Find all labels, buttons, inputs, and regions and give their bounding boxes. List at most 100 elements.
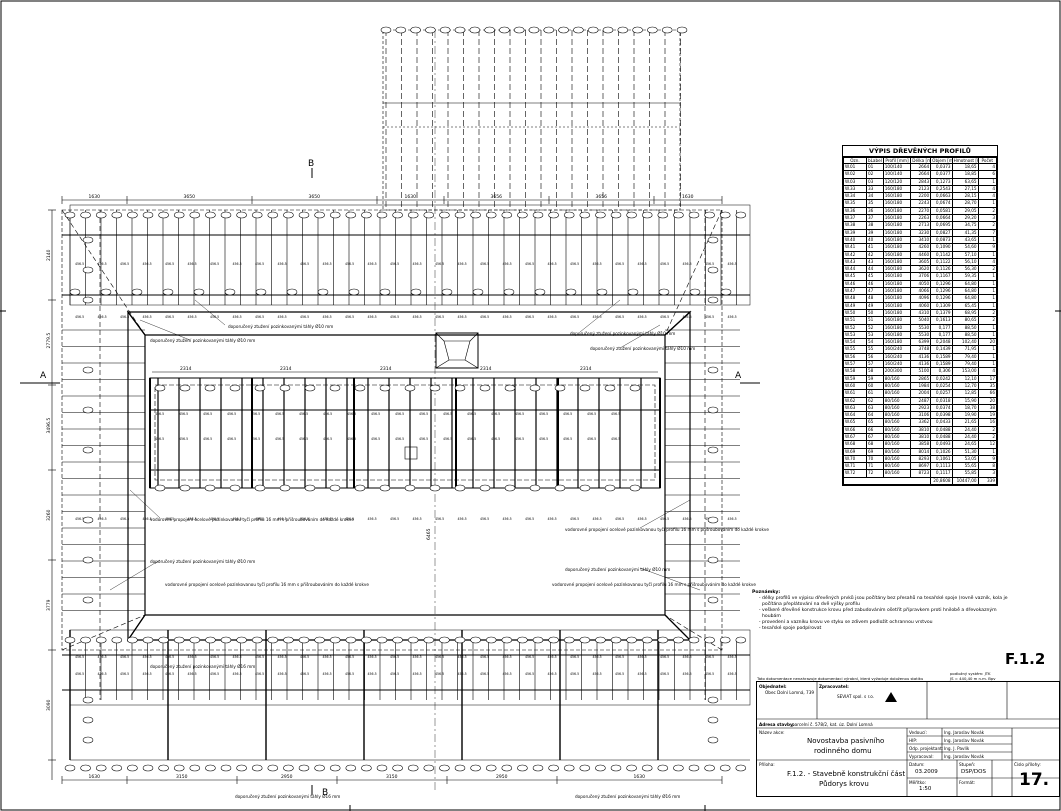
element-marker (283, 764, 294, 772)
table-cell: 3706 (910, 272, 932, 281)
element-marker (158, 211, 169, 219)
element-marker (410, 26, 421, 34)
beam-label: 456.5 (395, 437, 404, 441)
element-marker (532, 211, 544, 219)
element-marker (229, 484, 241, 492)
element-marker (236, 211, 247, 219)
table-cell: 20 (977, 396, 998, 405)
table-cell: 9 (977, 243, 998, 252)
table-cell: 59 (865, 374, 884, 383)
beam-label: 456.5 (255, 517, 264, 521)
beam-label: 456.5 (413, 315, 422, 319)
element-marker (454, 26, 466, 34)
note-item: provedení a vazníku krovu ve styku se zd… (762, 620, 1012, 626)
table-cell: 1 (977, 235, 998, 245)
beam-label: 456.5 (371, 412, 380, 416)
table-cell: 160/180 (882, 250, 912, 259)
element-marker (439, 636, 450, 644)
table-cell: 160/180 (882, 221, 912, 230)
table-cell: 3605 (910, 257, 932, 267)
beam-label: 456.5 (179, 437, 188, 441)
beam-label: 456.5 (413, 262, 422, 266)
beam-label: 456.5 (179, 412, 188, 416)
element-marker (345, 764, 357, 772)
table-cell: 4050 (910, 279, 932, 289)
table-cell: 160/180 (882, 323, 912, 332)
beam-label: 456.5 (275, 437, 284, 441)
table-cell: 18,85 (951, 170, 979, 179)
table-cell: 0,0827 (930, 228, 953, 237)
table-cell: 2 (977, 265, 998, 274)
element-marker (454, 384, 466, 392)
sheet-number: F.1.2 (1005, 650, 1046, 668)
beam-label: 456.5 (660, 262, 669, 266)
element-marker (80, 764, 91, 772)
table-cell: 54 (865, 338, 884, 347)
table-cell: 80/160 (882, 462, 912, 471)
element-marker (688, 636, 700, 644)
table-cell: W.66 (843, 425, 867, 435)
beam-label: 456.5 (300, 262, 309, 266)
element-marker (423, 636, 435, 644)
table-cell: 29,05 (951, 206, 979, 216)
beam-label: 456.5 (371, 437, 380, 441)
element-marker (229, 384, 241, 392)
table-cell: 1 (977, 279, 998, 289)
table-cell: 2923 (910, 403, 932, 413)
table-cell: 1 (977, 345, 998, 354)
table-cell: W.59 (843, 374, 867, 383)
element-marker (719, 211, 731, 219)
table-cell: 80/160 (882, 396, 912, 405)
table-cell: 80,65 (951, 316, 979, 325)
element-marker (179, 384, 191, 392)
element-marker (517, 636, 528, 644)
element-marker (407, 764, 419, 772)
table-cell: 50 (865, 308, 884, 318)
beam-label: 456.5 (323, 262, 332, 266)
element-marker (80, 636, 91, 644)
beam-label: 456.5 (525, 315, 534, 319)
element-marker (154, 484, 166, 492)
element-marker (689, 288, 701, 296)
section-b-top: B (308, 159, 314, 169)
beam-label: 456.5 (480, 517, 489, 521)
notes: Poznámky: délky profilů ve výpisu dřevěn… (752, 590, 1012, 632)
beam-label: 456.5 (251, 412, 260, 416)
element-marker (329, 484, 341, 492)
element-marker (410, 288, 422, 296)
beam-label: 456.5 (98, 672, 107, 676)
element-marker (548, 764, 559, 772)
element-marker (279, 384, 291, 392)
table-cell: 71,95 (951, 345, 979, 354)
objednatel-value: Obec Dolní Lomná, 739 91 Dolní Lomná (765, 690, 815, 695)
beam-label: 456.5 (660, 517, 669, 521)
element-marker (617, 26, 629, 34)
element-marker (439, 211, 450, 219)
beam-label: 456.5 (188, 315, 197, 319)
element-marker (504, 384, 516, 392)
table-cell: 0,1273 (930, 177, 953, 186)
beam-label: 456.5 (188, 672, 197, 676)
system-note-2: JS = 440,40 m n.m. Bpv (950, 676, 996, 681)
beam-label: 456.5 (368, 262, 377, 266)
beam-label: 456.5 (728, 672, 737, 676)
table-cell: 64,80 (951, 294, 979, 303)
dim-label: 2314 (180, 366, 192, 372)
element-marker (485, 636, 497, 644)
table-cell: 49 (865, 301, 884, 310)
table-cell: 18,70 (951, 403, 979, 413)
element-marker (82, 556, 94, 564)
table-cell: 2664 (910, 170, 932, 179)
element-marker (329, 384, 341, 392)
table-cell: 55,65 (951, 462, 979, 471)
table-cell: 160/180 (882, 338, 912, 347)
table-cell: W.65 (843, 418, 867, 427)
table-cell: 56,30 (951, 265, 979, 274)
element-marker (707, 696, 719, 704)
table-cell: 0,0581 (930, 206, 953, 216)
